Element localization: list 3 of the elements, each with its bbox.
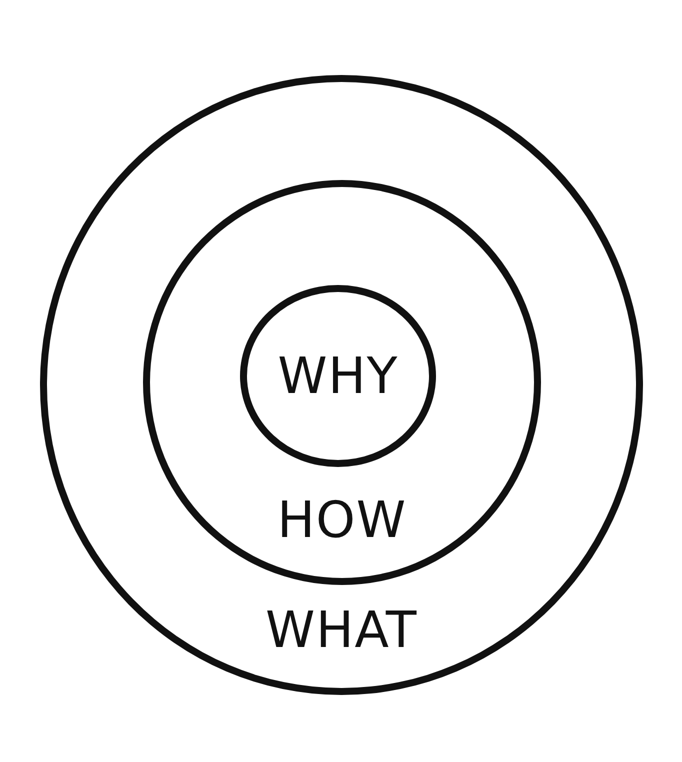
- ring-label: WHAT: [266, 600, 418, 660]
- ring-label: WHY: [278, 346, 398, 406]
- ring-label: HOW: [277, 490, 407, 550]
